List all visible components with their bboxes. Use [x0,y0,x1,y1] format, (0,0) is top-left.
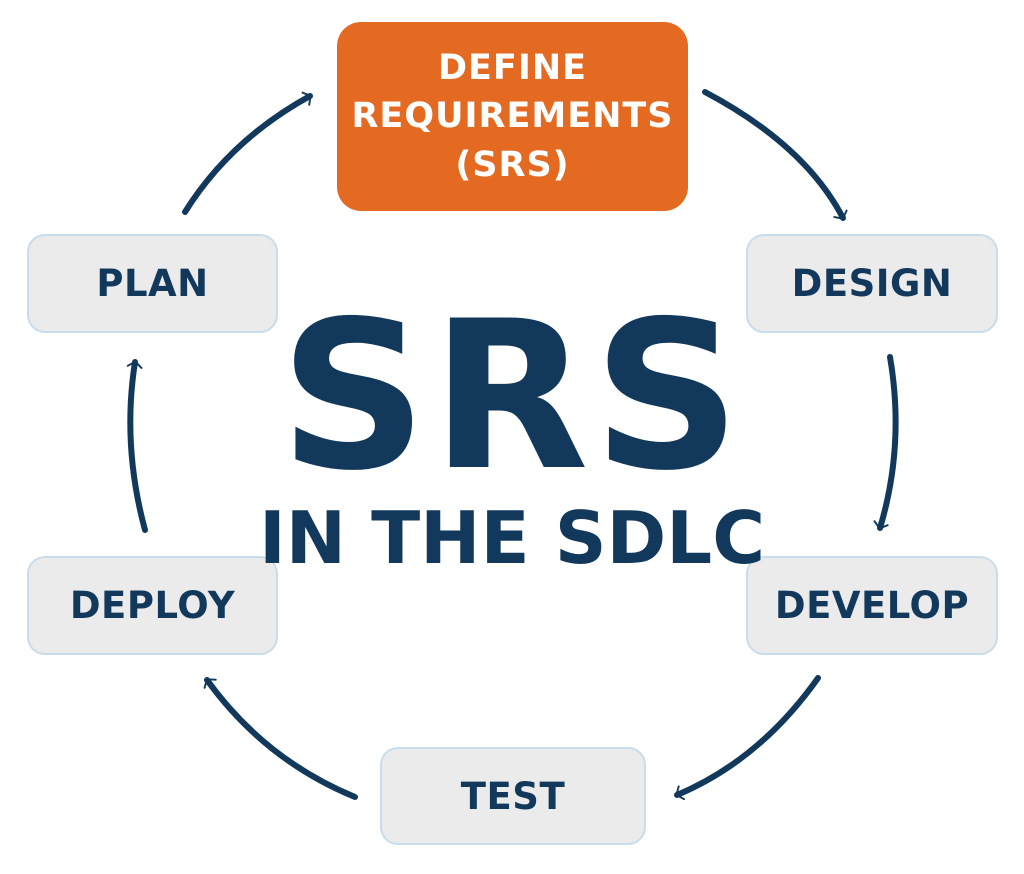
stage-develop: DEVELOP [746,556,998,655]
stage-test-label: TEST [460,774,566,818]
arrow-define-to-design [702,89,848,221]
define-line3: (SRS) [455,144,570,185]
diagram-subtitle: IN THE SDLC [258,496,766,580]
stage-develop-label: DEVELOP [774,584,970,627]
define-line1: DEFINE [437,48,588,89]
arrow-deploy-to-plan [126,359,148,533]
stage-test: TEST [380,747,646,845]
stage-deploy-label: DEPLOY [69,584,236,627]
stage-plan: PLAN [27,234,278,333]
define-line2: REQUIREMENTS [351,96,674,137]
stage-define-requirements: DEFINE REQUIREMENTS (SRS) [337,22,688,211]
stage-design-label: DESIGN [791,262,953,305]
arrow-develop-to-test [674,675,821,801]
stage-design: DESIGN [746,234,998,333]
diagram-title: SRS [279,278,745,516]
arrow-test-to-deploy [203,677,358,800]
arrow-design-to-develop [873,354,899,531]
stage-deploy: DEPLOY [27,556,278,655]
stage-plan-label: PLAN [96,262,209,305]
arrow-plan-to-define [182,91,313,215]
